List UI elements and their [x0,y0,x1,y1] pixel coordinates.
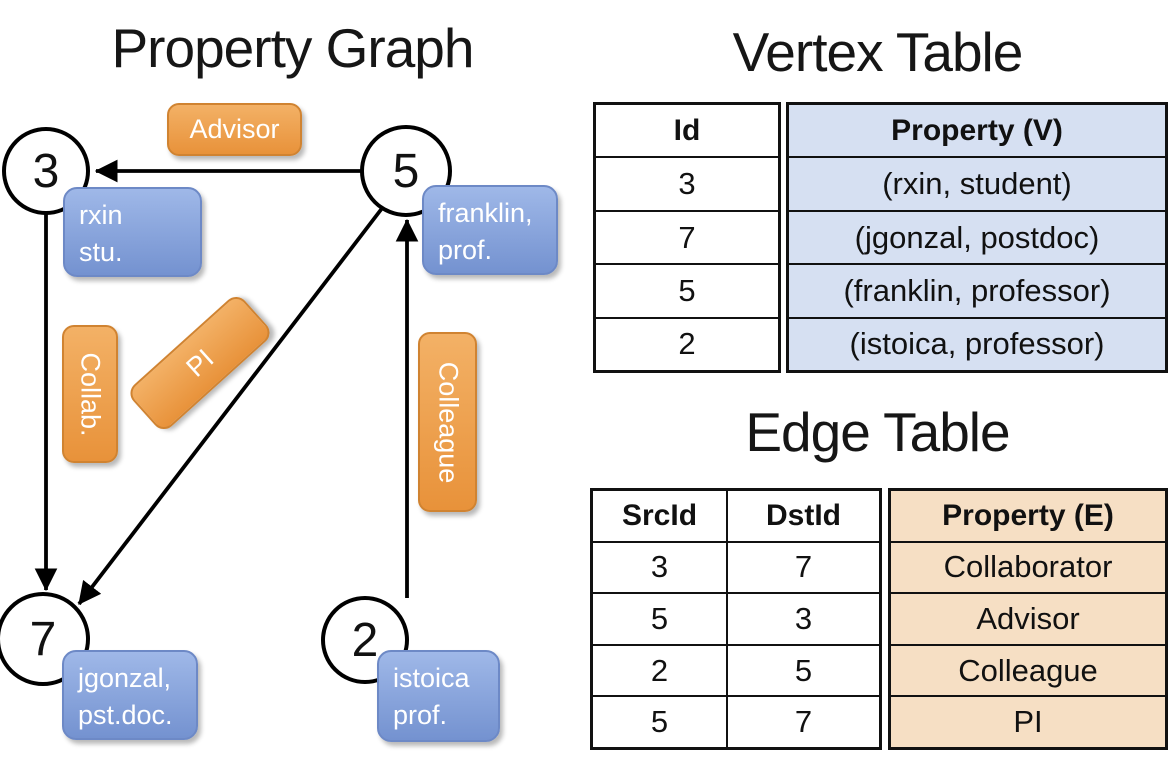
vertex-2-name: istoica [393,663,470,693]
table-cell: 2 [593,643,726,696]
table-cell: (franklin, professor) [789,263,1165,316]
collab-label-text: Collab. [75,351,106,437]
edge-label-advisor: Advisor [167,103,302,156]
vertex-property-box-5: franklin, prof. [422,185,558,275]
graph-node-2: 2 [321,596,409,684]
vertex-table-property-column: Property (V) (rxin, student) (jgonzal, p… [786,102,1168,373]
table-cell: (jgonzal, postdoc) [789,209,1165,263]
node-7-id: 7 [29,612,57,666]
table-cell: 5 [593,695,726,747]
vertex-property-box-3: rxin stu. [63,187,202,277]
table-cell: Collaborator [891,540,1165,593]
edge-table-header-property: Property (E) [942,498,1114,532]
table-cell: 5 [593,592,726,644]
table-cell: 3 [593,540,726,593]
vertex-5-role: prof. [438,235,493,266]
vertex-table-title: Vertex Table [732,21,1024,83]
edge-table-id-columns: SrcId 3 5 2 5 DstId 7 3 5 7 [590,488,882,750]
edge-table-header-dst: DstId [766,498,841,532]
table-cell: Advisor [891,592,1165,644]
vertex-table-header-property: Property (V) [891,113,1063,147]
edge-label-collab: Collab. [62,325,118,463]
table-cell: 3 [728,592,879,644]
vertex-7-role: pst.doc. [78,700,173,731]
table-cell: 7 [596,209,778,263]
vertex-property-box-2: istoica prof. [377,650,500,742]
edge-table-header-src: SrcId [621,498,698,532]
node-2-id: 2 [351,613,379,667]
table-cell: Colleague [891,643,1165,696]
vertex-3-name: rxin [79,200,123,230]
table-cell: (rxin, student) [789,156,1165,209]
table-cell: (istoica, professor) [789,316,1165,370]
edge-table-dst-column: DstId 7 3 5 7 [726,491,879,747]
property-graph-title: Property Graph [111,17,474,79]
vertex-property-box-7: jgonzal, pst.doc. [62,650,198,740]
node-5-id: 5 [392,144,420,198]
vertex-3-role: stu. [79,237,123,268]
edge-table-property-column: Property (E) Collaborator Advisor Collea… [888,488,1168,750]
table-cell: 2 [596,316,778,370]
node-3-id: 3 [32,144,60,198]
table-cell: 7 [728,540,879,593]
advisor-label-text: Advisor [189,114,280,144]
vertex-5-name: franklin, [438,198,533,228]
edge-table-src-column: SrcId 3 5 2 5 [593,491,726,747]
edge-5-to-7 [77,205,385,606]
vertex-2-role: prof. [393,700,448,731]
graph-edges [34,159,419,606]
table-cell: 5 [596,263,778,316]
vertex-7-name: jgonzal, [78,663,172,693]
vertex-table-id-column: Id 3 7 5 2 [593,102,781,373]
table-cell: 5 [728,643,879,696]
table-cell: 3 [596,156,778,209]
table-cell: PI [891,695,1165,747]
graph-node-5: 5 [360,125,452,217]
pi-label-text: PI [180,342,220,383]
edge-label-colleague: Colleague [418,332,477,512]
vertex-table-header-id: Id [673,113,701,147]
edge-table-title: Edge Table [745,401,1010,463]
colleague-label-text: Colleague [433,361,463,483]
table-cell: 7 [728,695,879,747]
